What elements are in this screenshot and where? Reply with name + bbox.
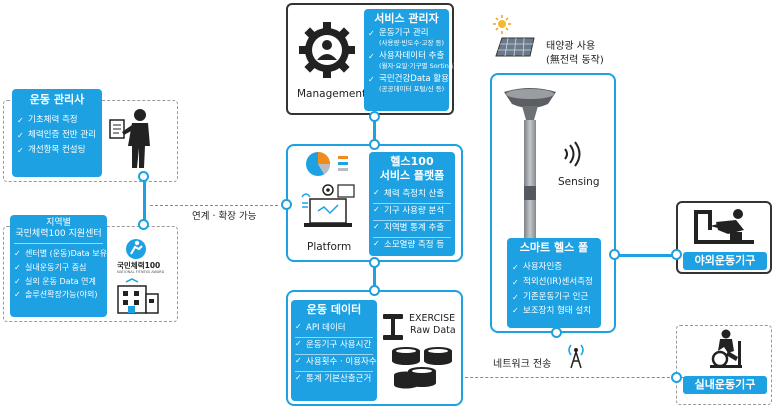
platform-item: 소모열량 측정 등 (373, 238, 451, 254)
center-list: 센터별 (운동)Data 보유 실내운동기구 중심 실외 운동 Data 연계 … (14, 247, 107, 301)
solar-line2: (無전력 동작) (546, 55, 604, 66)
coach-title: 운동 관리사 (29, 93, 85, 106)
indoor-box: 실내운동기구 (683, 376, 767, 394)
pole-item: 보조장치 형태 설치 (512, 305, 596, 317)
platform-top-node (369, 139, 380, 150)
connector-coach-center (143, 172, 146, 224)
management-title: 서비스 관리자 (374, 12, 439, 25)
coach-item: 체력인증 전반 관리 (17, 128, 97, 143)
pole-right-node (609, 249, 620, 260)
pie-chart-icon (306, 152, 348, 176)
coach-figure-icon (109, 109, 150, 168)
center-item: 센터별 (운동)Data 보유 (14, 247, 107, 261)
exercise-top-node (369, 285, 380, 296)
connector-management-platform (373, 113, 376, 149)
solar-line1: 태양광 사용 (546, 41, 596, 52)
exercise-label-line1: EXERCISE (409, 313, 456, 324)
connector-pole-outdoor (614, 254, 676, 257)
database-icon (392, 347, 452, 389)
management-box: 서비스 관리자 운동기구 관리(사용량·빈도수·고장 등) 사용자데이터 추출(… (364, 9, 456, 111)
platform-item: 지역별 통계 추출 (373, 221, 451, 238)
coach-item: 개선항목 컨설팅 (17, 143, 97, 158)
platform-bottom-node (369, 257, 380, 268)
outdoor-box: 야외운동기구 (683, 252, 767, 270)
outdoor-node (671, 249, 682, 260)
connector-platform-exercise (373, 262, 376, 294)
management-list: 운동기구 관리(사용량·빈도수·고장 등) 사용자데이터 추출(월자·요일·기구… (368, 28, 456, 94)
management-item: 사용자데이터 추출(월자·요일·기구별 Sorting) (368, 51, 456, 71)
center-title-line2: 국민체력100 지원센터 (14, 229, 103, 244)
management-gear-icon (299, 22, 355, 78)
solar-panel-icon (493, 15, 535, 57)
connector-left-link (150, 205, 278, 206)
indoor-label: 실내운동기구 (694, 378, 756, 391)
platform-item: 체력 측정치 산출 (373, 187, 451, 204)
center-title-line1: 지역별 (46, 218, 71, 228)
building-icon (117, 278, 159, 314)
dumbbell-icon (383, 314, 403, 340)
pole-item: 적외선(IR)센서측정 (512, 275, 596, 290)
indoor-bike-icon (710, 329, 742, 368)
fitness100-logo-subtext: NATIONAL FITNESS AWARD (117, 270, 165, 274)
sensing-label: Sensing (558, 176, 600, 188)
exercise-item: 운동기구 사용시간 (295, 338, 373, 355)
center-item: 솔루션확장가능(야외) (14, 289, 103, 301)
network-label: 네트워크 전송 (493, 359, 552, 370)
antenna-icon (568, 344, 584, 369)
exercise-label-line2: Raw Data (410, 325, 456, 336)
platform-title-line1: 헬스100 (390, 155, 434, 168)
platform-label: Platform (307, 241, 352, 253)
fitness100-logo-icon (126, 239, 146, 259)
pole-title: 스마트 헬스 폴 (519, 241, 589, 254)
management-node (369, 111, 380, 122)
management-label: Management (297, 88, 367, 100)
indoor-panel (676, 325, 772, 405)
exercise-item: 사용횟수 · 이용자수 (295, 355, 377, 372)
pole-bottom-node (551, 327, 562, 338)
coach-item: 기초체력 측정 (17, 113, 97, 128)
platform-left-node (281, 199, 292, 210)
outdoor-equipment-icon (694, 209, 754, 244)
exercise-box: 운동 데이터 API 데이터 운동기구 사용시간 사용횟수 · 이용자수 통계 … (291, 300, 377, 401)
exercise-list: API 데이터 운동기구 사용시간 사용횟수 · 이용자수 통계 기본산출근거 (295, 321, 377, 388)
pole-item: 기존운동기구 인근 (512, 290, 596, 305)
platform-computer-icon (301, 184, 355, 227)
management-item: 국민건강Data 활용(공공데이터 포털/신 등) (368, 74, 449, 94)
exercise-item: API 데이터 (295, 321, 373, 338)
center-node (138, 219, 149, 230)
coach-box: 운동 관리사 기초체력 측정 체력인증 전반 관리 개선항목 컨설팅 (12, 89, 102, 177)
center-box: 지역별 국민체력100 지원센터 센터별 (운동)Data 보유 실내운동기구 … (10, 215, 107, 317)
outdoor-label: 야외운동기구 (694, 254, 756, 267)
fitness100-logo-text: 국민체력100 (117, 261, 161, 270)
exercise-title: 운동 데이터 (306, 303, 362, 316)
exercise-item: 통계 기본산출근거 (295, 372, 373, 388)
pole-box: 스마트 헬스 폴 사용자인증 적외선(IR)센서측정 기존운동기구 인근 보조장… (507, 238, 601, 328)
coach-node (138, 171, 149, 182)
center-item: 실내운동기구 중심 (14, 261, 103, 275)
pole-list: 사용자인증 적외선(IR)센서측정 기존운동기구 인근 보조장치 형태 설치 (512, 260, 596, 317)
center-item: 실외 운동 Data 연계 (14, 275, 103, 289)
platform-list: 체력 측정치 산출 기구 사용량 분석 지역별 통계 추출 소모열량 측정 등 (373, 187, 451, 254)
indoor-node (671, 372, 682, 383)
coach-list: 기초체력 측정 체력인증 전반 관리 개선항목 컨설팅 (17, 113, 97, 158)
link-label: 연계 · 확장 가능 (192, 211, 257, 222)
pole-item: 사용자인증 (512, 260, 596, 275)
connector-network (455, 377, 685, 378)
platform-box: 헬스100 서비스 플랫폼 체력 측정치 산출 기구 사용량 분석 지역별 통계… (369, 152, 455, 256)
sensing-wave-icon (564, 141, 581, 167)
management-item: 운동기구 관리(사용량·빈도수·고장 등) (368, 28, 445, 48)
platform-item: 기구 사용량 분석 (373, 204, 451, 221)
platform-title-line2: 서비스 플랫폼 (379, 169, 445, 182)
